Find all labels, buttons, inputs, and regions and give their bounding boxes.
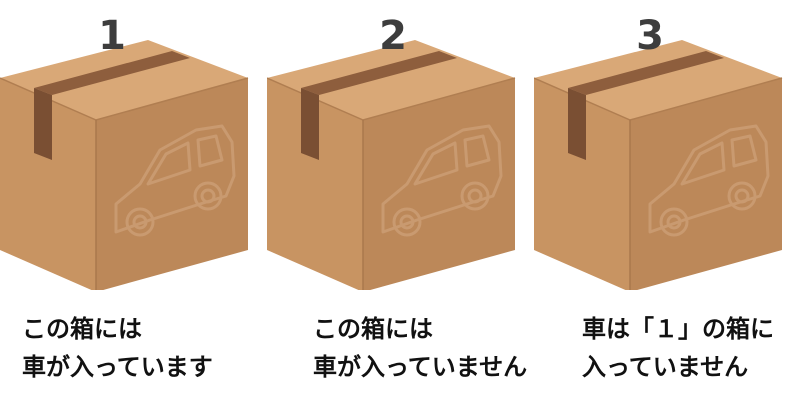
box-number-1: 1	[98, 13, 126, 59]
box-panel-3: 3 車は「１」の箱に 入っていません	[534, 0, 800, 417]
box-number-3: 3	[636, 13, 664, 59]
statement-2-line-2: 車が入っていません	[313, 353, 528, 381]
statement-2-line-1: この箱には	[313, 315, 433, 343]
statement-3: 車は「１」の箱に 入っていません	[582, 310, 774, 386]
box-panel-2: 2 この箱には 車が入っていません	[267, 0, 534, 417]
box-panel-1: 1 この箱には 車が入っています	[0, 0, 267, 417]
statement-3-line-1: 車は「１」の箱に	[582, 315, 774, 343]
statement-1-line-1: この箱には	[22, 315, 142, 343]
box-number-2: 2	[379, 13, 407, 59]
statement-2: この箱には 車が入っていません	[313, 310, 527, 386]
statement-1: この箱には 車が入っています	[22, 310, 213, 386]
statement-1-line-2: 車が入っています	[22, 353, 213, 381]
statement-3-line-2: 入っていません	[582, 353, 749, 381]
